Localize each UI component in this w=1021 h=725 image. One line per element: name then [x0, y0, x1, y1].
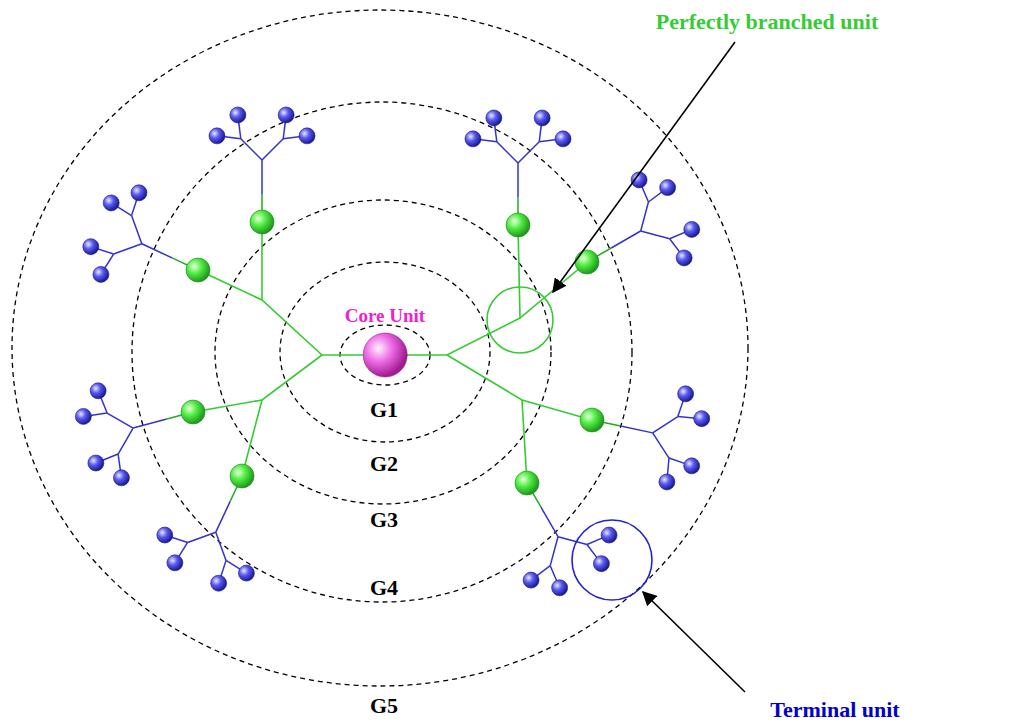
terminal-ball	[167, 555, 183, 571]
terminal-ball	[88, 455, 104, 471]
terminal-ball	[660, 180, 676, 196]
terminal-ball	[131, 185, 147, 201]
terminal-ball	[534, 110, 550, 126]
leader-arrow	[643, 592, 745, 692]
linker-line	[619, 426, 652, 433]
branch-ball	[250, 210, 274, 234]
terminal-ball	[552, 580, 568, 596]
core-label: Core Unit	[341, 306, 429, 326]
terminal-ball	[230, 107, 246, 123]
branch-lines	[193, 222, 592, 483]
terminal-arm	[188, 532, 216, 542]
generation-label: G3	[367, 508, 401, 532]
terminal-ball	[278, 107, 294, 123]
core-sphere-shape	[363, 333, 407, 377]
terminal-arm	[118, 428, 133, 454]
generation-rings	[12, 10, 748, 686]
terminal-ball	[299, 128, 315, 144]
terminal-ball	[90, 383, 106, 399]
generation-label: G1	[367, 398, 401, 422]
terminal-arm	[641, 202, 649, 231]
branch-ball	[575, 250, 599, 274]
terminal-arm	[558, 537, 587, 545]
terminal-groups	[75, 107, 709, 596]
linker-line	[261, 160, 263, 194]
branch-units	[181, 210, 604, 495]
terminal-ball	[465, 131, 481, 147]
leader-arrow	[553, 42, 735, 292]
terminal-arm	[497, 142, 518, 163]
branch-ball	[580, 408, 604, 432]
terminal-ball	[209, 128, 225, 144]
terminal-ball	[238, 565, 254, 581]
linker-line	[517, 163, 519, 197]
terminal-ball	[601, 527, 617, 543]
terminal-arm	[262, 139, 283, 160]
terminal-arm	[114, 244, 142, 254]
branch-ball	[181, 400, 205, 424]
terminal-arm	[653, 417, 678, 433]
branched-unit-highlight	[487, 287, 553, 353]
branch-ball	[186, 258, 210, 282]
linker-line	[133, 419, 166, 428]
terminal-ball	[593, 556, 609, 572]
terminal-ball	[676, 250, 692, 266]
terminal-ball	[75, 408, 91, 424]
terminal-arm	[550, 537, 558, 566]
terminal-ball	[684, 458, 700, 474]
terminal-arm	[216, 532, 226, 560]
callout-label: Terminal unit	[767, 698, 902, 722]
terminal-ball	[103, 195, 119, 211]
terminal-arm	[641, 231, 670, 239]
terminal-ball	[523, 572, 539, 588]
generation-label: G2	[367, 452, 401, 476]
linker-line	[216, 501, 230, 532]
linker-line	[142, 244, 173, 258]
terminal-ball	[157, 527, 173, 543]
generation-label: G4	[367, 576, 401, 600]
terminal-unit-highlight	[572, 520, 652, 600]
terminal-ball	[678, 386, 694, 402]
terminal-ball	[211, 575, 227, 591]
terminal-arm	[653, 433, 669, 458]
terminal-arm	[132, 216, 142, 244]
terminal-ball	[694, 411, 710, 427]
terminal-ball	[83, 239, 99, 255]
generation-label: G5	[367, 694, 401, 718]
core-unit: Core Unit	[341, 306, 429, 379]
branch-ball	[230, 464, 254, 488]
terminal-ball	[486, 110, 502, 126]
terminal-ball	[659, 474, 675, 490]
terminal-ball	[684, 221, 700, 237]
terminal-ball	[93, 266, 109, 282]
linker-line	[611, 231, 640, 248]
linker-line	[541, 507, 558, 536]
branch-ball	[506, 213, 530, 237]
terminal-arm	[241, 139, 262, 160]
branch-ball	[515, 471, 539, 495]
terminal-ball	[555, 131, 571, 147]
terminal-arm	[107, 413, 133, 428]
terminal-ball	[113, 470, 129, 486]
callout-label: Perfectly branched unit	[653, 10, 881, 34]
terminal-arm	[518, 142, 539, 163]
